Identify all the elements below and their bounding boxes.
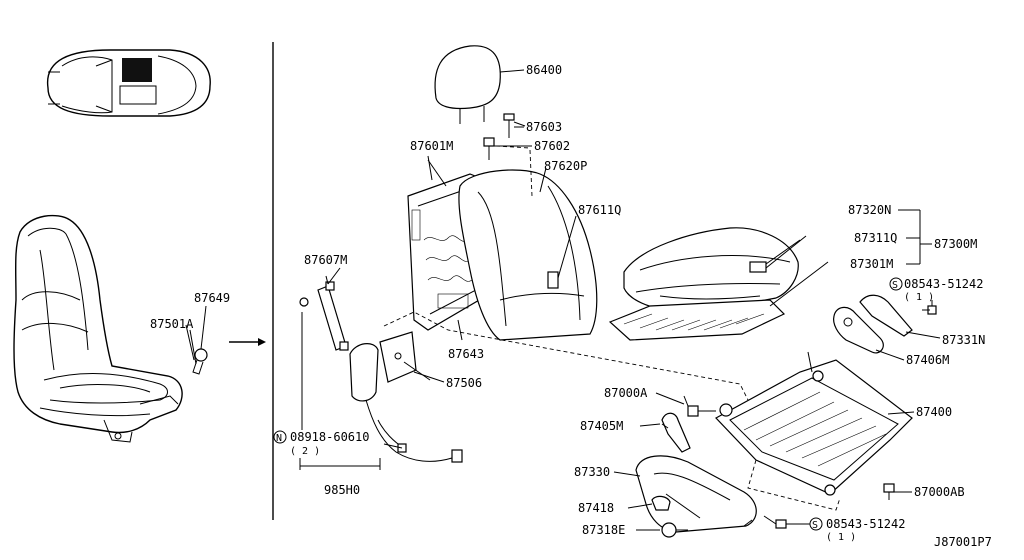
- seat-assembly-illustration: [13, 214, 183, 443]
- label-08543-51242-b: 08543-51242: [826, 517, 905, 531]
- connection-line-1: [383, 311, 749, 401]
- label-87331N: 87331N: [942, 333, 985, 347]
- label-87400: 87400: [916, 405, 952, 419]
- s-symbol-b: S: [812, 520, 818, 531]
- label-87603: 87603: [526, 120, 562, 134]
- n-symbol-icon: N: [273, 430, 287, 444]
- label-87405M: 87405M: [580, 419, 623, 433]
- screw-08543-b-icon: [763, 515, 787, 529]
- lever-87418-part: [651, 495, 671, 511]
- harness-985H0-part: [365, 399, 463, 463]
- label-08543-51242-a: 08543-51242: [904, 277, 983, 291]
- s-symbol-a-icon: S: [889, 277, 903, 291]
- label-87311Q: 87311Q: [854, 231, 897, 245]
- label-08918-qty: ( 2 ): [290, 446, 320, 457]
- label-985H0: 985H0: [324, 483, 360, 497]
- n-symbol: N: [276, 433, 282, 444]
- car-topview-icon: [46, 49, 211, 117]
- cover-87406M-part: [833, 306, 905, 361]
- seatback-trim-87620P-part: [458, 149, 598, 341]
- label-87611Q: 87611Q: [578, 203, 621, 217]
- label-87601M: 87601M: [410, 139, 453, 153]
- bracket-87405M-part: [661, 412, 691, 453]
- label-87501A: 87501A: [150, 317, 194, 331]
- s-symbol-b-icon: S: [809, 517, 823, 531]
- knob-87318E-icon: [661, 522, 688, 538]
- headrest-86400-part: [434, 45, 525, 124]
- label-08543-qty-a: ( 1 ): [904, 292, 934, 303]
- bolt-87000AB-icon: [883, 483, 895, 500]
- label-86400: 86400: [526, 63, 562, 77]
- label-87000AB: 87000AB: [914, 485, 965, 499]
- seat-cushion-87300M-part: [623, 227, 807, 313]
- airbag-module-87506-part: [349, 331, 431, 402]
- label-87607M: 87607M: [304, 253, 347, 267]
- label-87318E: 87318E: [582, 523, 625, 537]
- label-87649: 87649: [194, 291, 230, 305]
- cushion-pan-87301M-part: [608, 261, 829, 341]
- clip-87602-icon: [483, 137, 531, 160]
- label-08918-60610: 08918-60610: [290, 430, 369, 444]
- bolt-87000A-icon: [683, 395, 716, 417]
- cover-87331N-part: [859, 294, 941, 339]
- label-87620P: 87620P: [544, 159, 587, 173]
- seat-highlight: [122, 58, 152, 82]
- label-87300M: 87300M: [934, 237, 977, 251]
- leader-lines: [185, 126, 932, 531]
- label-08543-qty-b: ( 1 ): [826, 532, 856, 543]
- label-87301M: 87301M: [850, 257, 893, 271]
- knob-87649-icon: [189, 305, 208, 375]
- seat-frame-87400-part: [715, 351, 915, 511]
- label-87643: 87643: [448, 347, 484, 361]
- s-symbol-a: S: [892, 280, 898, 291]
- bracket-87607M-part: [299, 275, 349, 351]
- label-87330: 87330: [574, 465, 610, 479]
- label-87418: 87418: [578, 501, 614, 515]
- screw-08543-a-icon: [922, 300, 937, 315]
- bolt-87603-icon: [503, 113, 526, 138]
- arrow-right-icon: [229, 338, 266, 346]
- diagram-id: J87001P7: [934, 535, 992, 549]
- label-87320N: 87320N: [848, 203, 891, 217]
- label-87406M: 87406M: [906, 353, 949, 367]
- label-87602: 87602: [534, 139, 570, 153]
- label-87506: 87506: [446, 376, 482, 390]
- label-87000A: 87000A: [604, 386, 648, 400]
- finisher-87330-part: [635, 455, 757, 533]
